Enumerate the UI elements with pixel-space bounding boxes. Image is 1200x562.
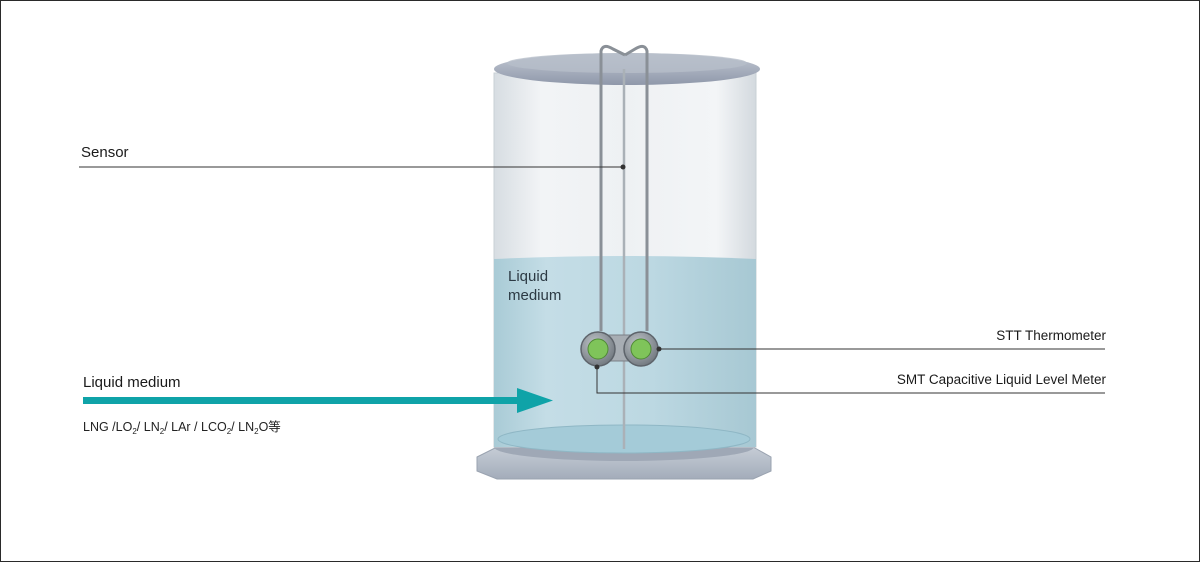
media-subscript: 2 [254, 427, 259, 436]
media-item: LO [115, 420, 133, 434]
right-arrow-icon [83, 388, 553, 413]
media-item: / LAr / LCO [164, 420, 227, 434]
tank-lid [494, 53, 760, 85]
stt-leader-line [656, 346, 1105, 352]
tank-medium-line2: medium [508, 287, 562, 304]
media-item: / LN [136, 420, 160, 434]
tank-medium-label: Liquid medium [508, 267, 561, 305]
media-list: LNG /LO2/ LN2/ LAr / LCO2/ LN2O等 [83, 416, 281, 436]
media-subscript: 2 [132, 427, 137, 436]
smt-level-meter-label: SMT Capacitive Liquid Level Meter [896, 372, 1106, 387]
media-item: LNG / [83, 420, 116, 434]
thermometer-head-icon [623, 331, 659, 367]
sensor-probe [599, 44, 649, 449]
stt-thermometer-label: STT Thermometer [996, 328, 1106, 343]
media-subscript: 2 [226, 427, 232, 436]
media-item: / LN [231, 420, 255, 434]
media-subscript: 2 [159, 427, 165, 436]
media-item: O等 [258, 420, 281, 434]
level-meter-head-icon [580, 331, 616, 367]
smt-leader-line [594, 364, 1105, 394]
sensor-label: Sensor [81, 144, 129, 161]
tank-medium-line1: Liquid [508, 268, 549, 285]
sensor-leader-line [79, 164, 626, 170]
inflow-label: Liquid medium [83, 374, 181, 391]
